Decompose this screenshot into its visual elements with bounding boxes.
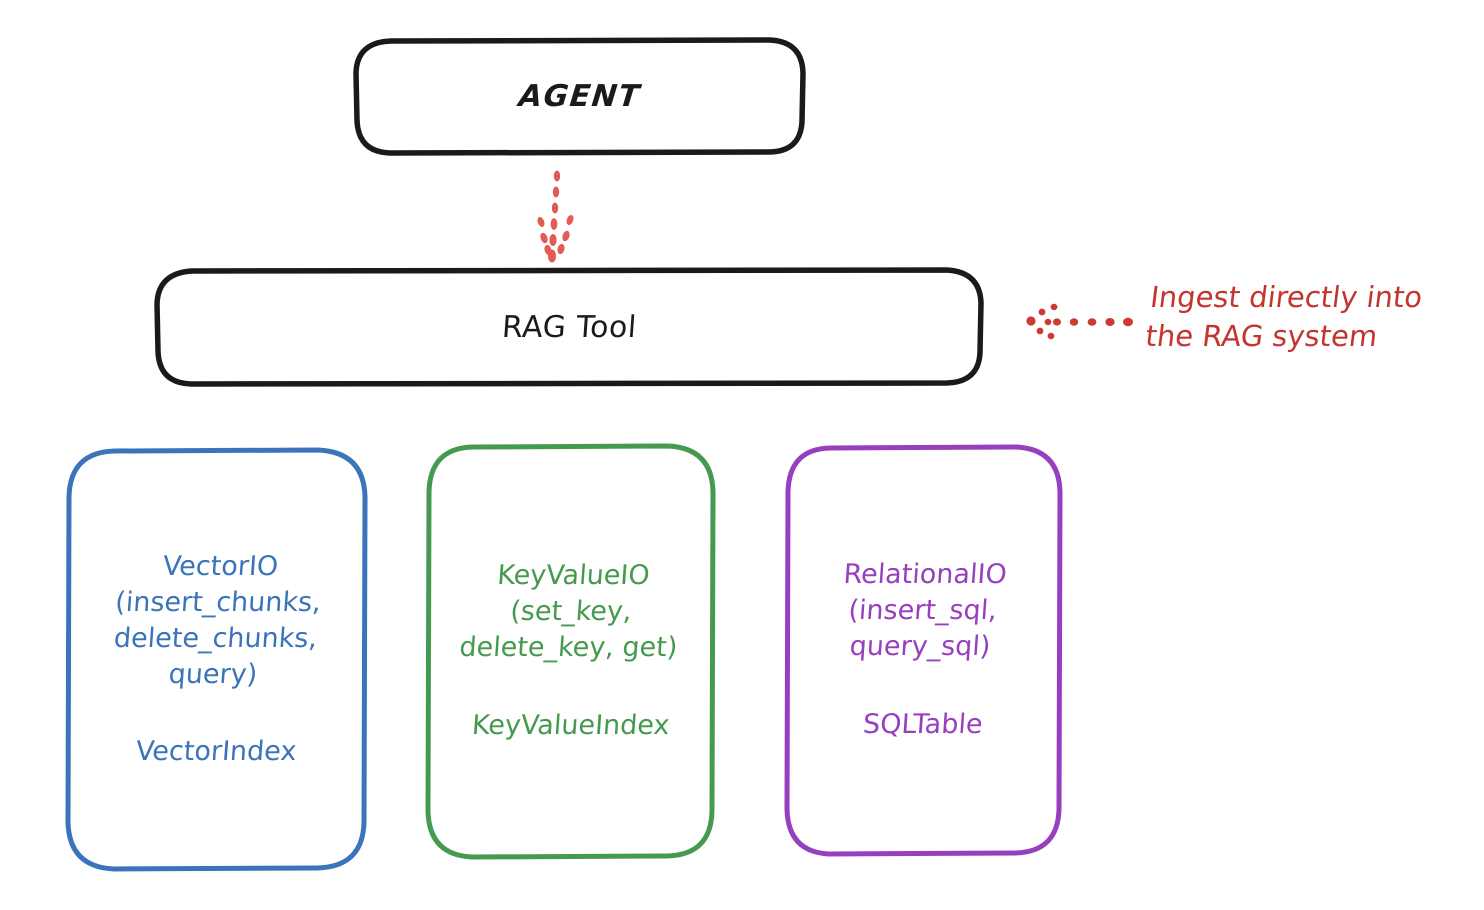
node-vector-io[interactable]: VectorIO (insert_chunks, delete_chunks, …: [68, 450, 365, 869]
key-value-io-box-outline: [425, 443, 716, 860]
node-key-value-io[interactable]: KeyValueIO (set_key, delete_key, get) Ke…: [428, 446, 713, 856]
agent-to-rag-arrow: [537, 170, 574, 263]
node-agent-label: AGENT: [516, 79, 643, 114]
relational-io-box-outline: [784, 444, 1063, 857]
node-rag-tool[interactable]: RAG Tool: [157, 270, 981, 384]
node-relational-io-subtitle: SQLTable: [862, 708, 984, 740]
agent-box-outline: [353, 37, 806, 156]
node-vector-io-title: VectorIO (insert_chunks, delete_chunks, …: [112, 550, 322, 690]
node-relational-io-title: RelationalIO (insert_sql, query_sql): [842, 559, 1009, 662]
ingest-annotation-text: Ingest directly into the RAG system: [1143, 280, 1425, 354]
node-key-value-io-title: KeyValueIO (set_key, delete_key, get): [457, 560, 679, 663]
ingest-arrow: [1026, 303, 1133, 340]
rag-tool-box-outline: [154, 267, 984, 387]
node-vector-io-subtitle: VectorIndex: [135, 736, 298, 768]
node-relational-io[interactable]: RelationalIO (insert_sql, query_sql) SQL…: [787, 447, 1059, 853]
node-agent[interactable]: AGENT: [356, 40, 803, 153]
node-key-value-io-subtitle: KeyValueIndex: [470, 709, 671, 741]
node-rag-tool-label: RAG Tool: [500, 309, 638, 345]
vector-io-box-outline: [65, 447, 368, 872]
